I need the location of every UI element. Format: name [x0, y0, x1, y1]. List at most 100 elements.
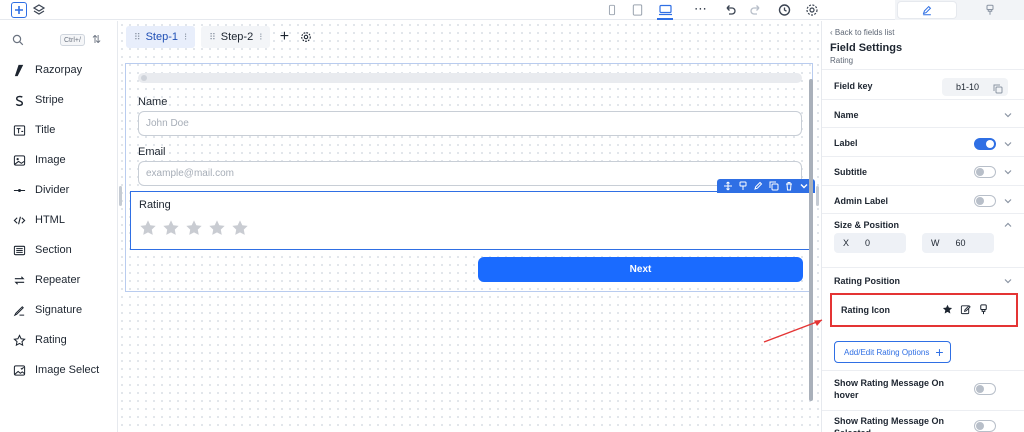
layers-icon[interactable]	[31, 2, 47, 18]
move-icon[interactable]	[722, 181, 733, 192]
email-input[interactable]	[138, 161, 802, 186]
sidebar-item-section[interactable]: Section	[12, 241, 72, 259]
show-selected-label: Show Rating Message On Selected	[834, 416, 945, 432]
show-selected-toggle[interactable]	[974, 420, 996, 432]
desktop-view-icon[interactable]	[656, 2, 674, 20]
rating-icon-row: Rating Icon	[830, 293, 1018, 327]
drag-grip-icon[interactable]: ⠿	[209, 31, 216, 42]
chevron-down-icon[interactable]	[1003, 196, 1013, 206]
sidebar-item-image[interactable]: Image	[12, 151, 66, 169]
section-icon	[12, 243, 26, 257]
sidebar-item-label: Image	[35, 154, 66, 166]
sidebar-item-razorpay[interactable]: Razorpay	[12, 61, 82, 79]
subtitle-toggle[interactable]	[974, 166, 996, 178]
next-button[interactable]: Next	[478, 257, 803, 282]
sidebar-item-label: Title	[35, 124, 56, 136]
chevron-down-icon[interactable]	[1003, 276, 1013, 286]
canvas-scrollbar[interactable]	[809, 79, 813, 401]
edit-icon[interactable]	[753, 181, 764, 192]
sidebar-item-label: Razorpay	[35, 64, 83, 76]
edit-settings-tab[interactable]	[898, 2, 956, 18]
label-toggle[interactable]	[974, 138, 996, 150]
history-icon[interactable]	[776, 2, 792, 18]
duplicate-icon[interactable]	[768, 181, 779, 192]
drag-grip-icon[interactable]: ⠿	[134, 31, 141, 42]
step-menu-icon[interactable]: ⁝	[184, 31, 188, 43]
mobile-view-icon[interactable]	[603, 2, 621, 18]
chevron-down-icon[interactable]	[1003, 110, 1013, 120]
show-hover-toggle[interactable]	[974, 383, 996, 395]
style-settings-tab[interactable]	[961, 2, 1019, 18]
rating-field-selected[interactable]: Rating	[130, 179, 815, 250]
title-icon	[12, 123, 26, 137]
rating-position-row[interactable]: Rating Position	[822, 267, 1024, 291]
step-menu-icon[interactable]: ⁝	[259, 31, 263, 43]
rating-star-1[interactable]	[139, 219, 157, 237]
field-settings-panel: ‹ Back to fields list Field Settings Rat…	[821, 21, 1024, 432]
element-search[interactable]: Ctrl+/ ⇅	[8, 29, 108, 51]
undo-icon[interactable]	[722, 2, 738, 18]
tab-step-2[interactable]: ⠿ Step-2 ⁝	[201, 26, 271, 48]
sort-icon[interactable]: ⇅	[92, 34, 102, 46]
step-progress-bar	[138, 73, 802, 83]
resize-handle-left[interactable]	[119, 186, 122, 206]
sidebar-item-label: Image Select	[35, 364, 100, 376]
size-position-label: Size & Position	[834, 220, 900, 230]
add-step-icon[interactable]: +	[279, 28, 290, 45]
rating-star-3[interactable]	[185, 219, 203, 237]
name-input[interactable]	[138, 111, 802, 136]
step-tabs: ⠿ Step-1 ⁝ ⠿ Step-2 ⁝ +	[126, 26, 314, 48]
name-row[interactable]: Name	[822, 99, 1024, 127]
field-key-row: Field key b1-10	[822, 69, 1024, 99]
rating-star-4[interactable]	[208, 219, 226, 237]
name-field-label: Name	[138, 96, 168, 108]
resize-handle-right[interactable]	[816, 186, 819, 206]
name-setting-label: Name	[834, 110, 859, 120]
copy-icon[interactable]	[993, 82, 1003, 94]
field-key-value[interactable]: b1-10	[942, 78, 1008, 96]
add-edit-rating-options-button[interactable]: Add/Edit Rating Options +	[834, 341, 951, 363]
sidebar-item-stripe[interactable]: Stripe	[12, 91, 64, 109]
delete-icon[interactable]	[783, 181, 794, 192]
sidebar-item-repeater[interactable]: Repeater	[12, 271, 80, 289]
back-to-fields-link[interactable]: ‹ Back to fields list	[830, 28, 895, 37]
rating-star-5[interactable]	[231, 219, 249, 237]
add-element-icon[interactable]	[11, 2, 27, 18]
tab-step-1[interactable]: ⠿ Step-1 ⁝	[126, 26, 196, 48]
panel-subtitle: Rating	[830, 56, 854, 65]
sidebar-item-rating[interactable]: Rating	[12, 331, 67, 349]
sidebar-item-signature[interactable]: Signature	[12, 301, 82, 319]
chevron-down-icon[interactable]	[1003, 167, 1013, 177]
field-key-text: b1-10	[956, 82, 980, 92]
stripe-icon	[12, 93, 26, 107]
star-icon	[12, 333, 26, 347]
rating-star-2[interactable]	[162, 219, 180, 237]
sidebar-item-title[interactable]: Title	[12, 121, 55, 139]
sidebar-item-html[interactable]: HTML	[12, 211, 65, 229]
admin-label-toggle[interactable]	[974, 195, 996, 207]
step-settings-icon[interactable]	[298, 29, 314, 45]
redo-icon[interactable]	[748, 2, 764, 18]
size-position-row: Size & Position	[822, 213, 1024, 267]
more-options-icon[interactable]: ⋯	[694, 1, 708, 16]
edit-icon[interactable]	[960, 304, 971, 315]
chevron-down-icon[interactable]	[799, 181, 810, 192]
code-icon	[12, 213, 26, 227]
divider-icon	[12, 183, 26, 197]
style-icon[interactable]	[978, 304, 989, 315]
search-icon	[12, 34, 24, 46]
sidebar-item-label: Rating	[35, 334, 67, 346]
plus-icon: +	[935, 344, 944, 360]
sidebar-item-image-select[interactable]: Image Select	[12, 361, 99, 379]
step-tab-label: Step-1	[145, 31, 179, 43]
gear-icon[interactable]	[804, 2, 820, 18]
admin-label-setting-label: Admin Label	[834, 196, 889, 206]
style-icon[interactable]	[737, 181, 748, 192]
tablet-view-icon[interactable]	[628, 2, 646, 18]
sidebar-item-divider[interactable]: Divider	[12, 181, 69, 199]
chevron-up-icon[interactable]	[1003, 220, 1013, 230]
chevron-down-icon[interactable]	[1003, 139, 1013, 149]
x-value: 0	[865, 238, 871, 248]
